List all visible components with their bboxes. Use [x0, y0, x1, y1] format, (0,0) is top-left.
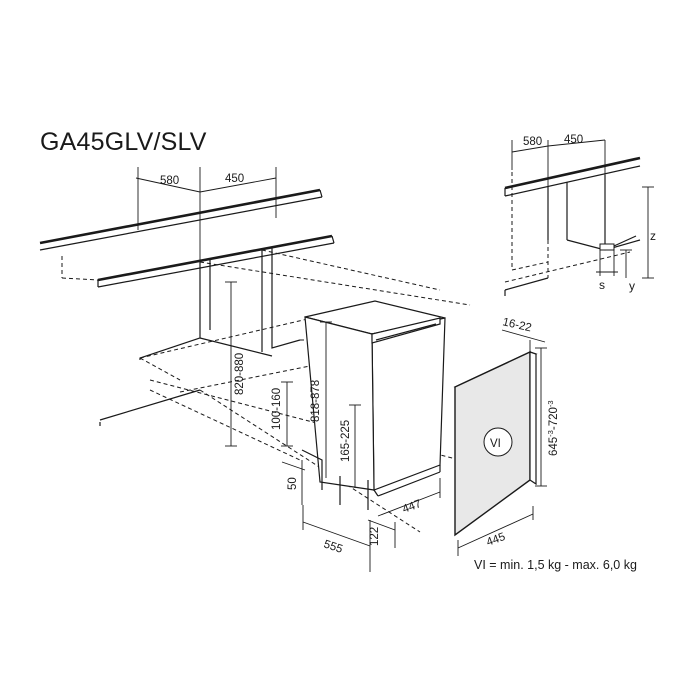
- niche-top-dimensions: 580 450: [135, 167, 277, 260]
- dim-plinth-height: 100-160: [271, 388, 283, 430]
- inset-drawing: 580 450 z s y: [504, 134, 656, 296]
- dim-niche-height: 820-880: [234, 353, 246, 395]
- model-title: GA45GLV/SLV: [40, 128, 207, 156]
- inset-dim-niche-width: 450: [564, 134, 583, 146]
- dim-panel-height: 645-3-720-3: [546, 400, 560, 456]
- dim-unit-width: 447: [401, 498, 423, 516]
- inset-dim-z: z: [650, 229, 656, 243]
- dim-foot-height: 165-225: [340, 420, 352, 462]
- dim-panel-height-max: -720: [548, 407, 560, 430]
- panel-height-dimension: 645-3-720-3: [535, 347, 560, 487]
- dim-depth-total: 555: [322, 538, 344, 555]
- decor-panel: VI: [453, 350, 538, 537]
- dim-panel-height-value: 645: [548, 437, 560, 456]
- panel-weight-note: VI = min. 1,5 kg - max. 6,0 kg: [474, 558, 637, 572]
- dim-panel-height-tol2: -3: [546, 400, 555, 407]
- dim-panel-width: 445: [485, 531, 507, 549]
- dim-unit-height: 818-878: [310, 380, 322, 422]
- inset-dim-y: y: [629, 279, 635, 293]
- plinth-height-dimension: 100-160: [271, 381, 293, 447]
- dim-panel-height-tol: -3: [546, 430, 555, 437]
- dim-plinth-depth: 50: [287, 477, 299, 490]
- front-offset-dimension: 122: [367, 519, 396, 548]
- panel-label: VI: [490, 438, 501, 450]
- inset-dim-s: s: [599, 278, 605, 292]
- dishwasher-unit: [301, 300, 446, 510]
- unit-height-dimension: 818-878: [310, 321, 332, 478]
- foot-height-dimension: 165-225: [340, 404, 361, 488]
- dim-panel-thickness: 16-22: [501, 316, 532, 334]
- inset-dim-niche-depth: 580: [523, 136, 542, 148]
- dim-niche-depth: 580: [160, 175, 179, 187]
- bottom-depth-dimension: 555: [302, 505, 371, 572]
- panel-thickness-dimension: 16-22: [501, 316, 546, 352]
- dim-niche-width: 450: [225, 173, 244, 185]
- panel-label-circle: [483, 427, 513, 457]
- dim-front-offset: 122: [369, 527, 381, 546]
- worktop: [39, 188, 335, 288]
- niche-height-dimension: 820-880: [225, 281, 246, 447]
- plinth-depth-dimension: 50: [281, 460, 306, 505]
